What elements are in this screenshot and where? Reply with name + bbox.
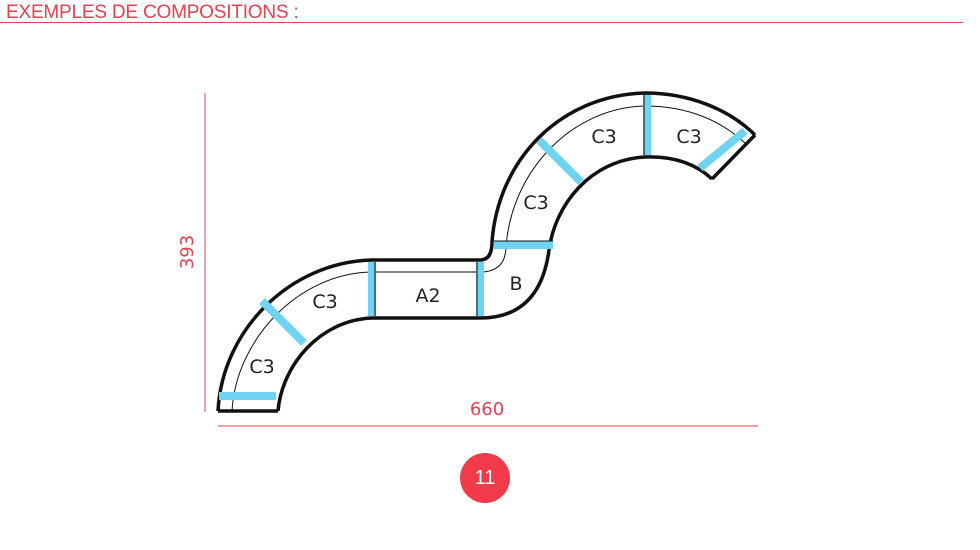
segment-label: A2 [415, 285, 440, 307]
joint-seams [374, 95, 645, 316]
height-dimension-label: 393 [177, 235, 198, 269]
joint-marker [697, 127, 748, 172]
width-dimension-label: 660 [470, 399, 504, 420]
title-underline [0, 22, 963, 23]
segment-label: C3 [249, 356, 274, 378]
section-title: EXEMPLES DE COMPOSITIONS : [6, 2, 299, 23]
segment-label: C3 [676, 126, 701, 148]
segment-label: B [509, 273, 522, 295]
sofa-back-edge [216, 91, 757, 412]
segment-label: C3 [312, 291, 337, 313]
page-number-badge: 11 [460, 453, 510, 503]
joint-marker [536, 137, 584, 185]
module-joints [219, 95, 748, 400]
segment-label: C3 [523, 192, 548, 214]
sofa-front-edge [276, 155, 714, 412]
joint-marker [259, 298, 307, 346]
right-end-cap [710, 133, 757, 181]
sofa-seat-line [231, 105, 747, 412]
segment-label: C3 [591, 126, 616, 148]
sofa-outline [216, 91, 757, 413]
